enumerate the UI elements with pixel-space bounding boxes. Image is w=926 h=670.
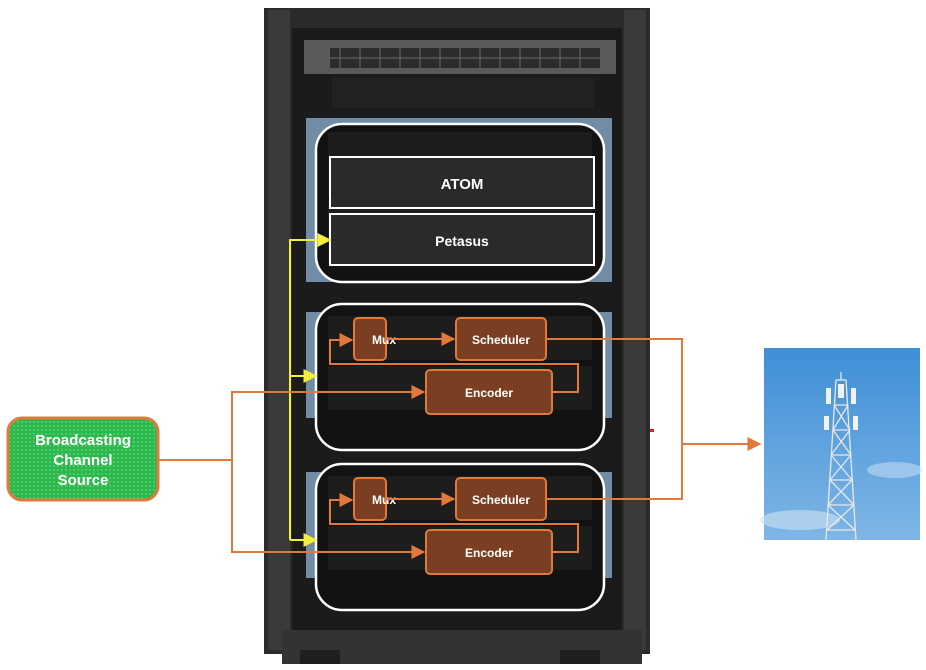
- cell-tower-photo: [760, 348, 923, 541]
- encoder-to-mux-1: [329, 333, 579, 393]
- rack-right-rail: [624, 10, 646, 650]
- top-server-group: ATOM Petasus: [306, 118, 612, 284]
- mux-label-1: Mux: [372, 333, 396, 347]
- scheduler-out-2: [546, 444, 683, 500]
- antenna-panels: [824, 384, 858, 430]
- encoder-label-2: Encoder: [465, 546, 513, 560]
- pipeline-group-2: Mux Scheduler Encoder: [306, 462, 612, 612]
- tower-icon: [825, 372, 857, 541]
- encoder-label-1: Encoder: [465, 386, 513, 400]
- petasus-box: [329, 213, 595, 266]
- yellow-control-lines: [289, 233, 332, 547]
- scheduler-out-1: [546, 338, 683, 444]
- pipeline-group-1: Mux Scheduler Encoder: [306, 302, 612, 452]
- source-to-encoder-1: [158, 385, 426, 461]
- source-line-2: Channel: [53, 452, 112, 469]
- encoder-to-mux-2: [329, 493, 579, 553]
- red-marker: [650, 429, 654, 432]
- atom-box: [329, 156, 595, 209]
- yellow-line-petasus: [289, 233, 332, 540]
- rack-left-rail: [268, 10, 290, 650]
- orange-data-lines: [158, 332, 762, 559]
- source-line-3: Source: [58, 472, 109, 489]
- petasus-label: Petasus: [435, 233, 489, 249]
- source-line-1: Broadcasting: [35, 432, 131, 449]
- scheduler-label-1: Scheduler: [472, 333, 530, 347]
- scheduler-label-2: Scheduler: [472, 493, 530, 507]
- mux-label-2: Mux: [372, 493, 396, 507]
- source-to-encoder-2: [231, 460, 426, 559]
- atom-label: ATOM: [441, 176, 484, 193]
- broadcasting-source-box: Broadcasting Channel Source: [6, 416, 160, 502]
